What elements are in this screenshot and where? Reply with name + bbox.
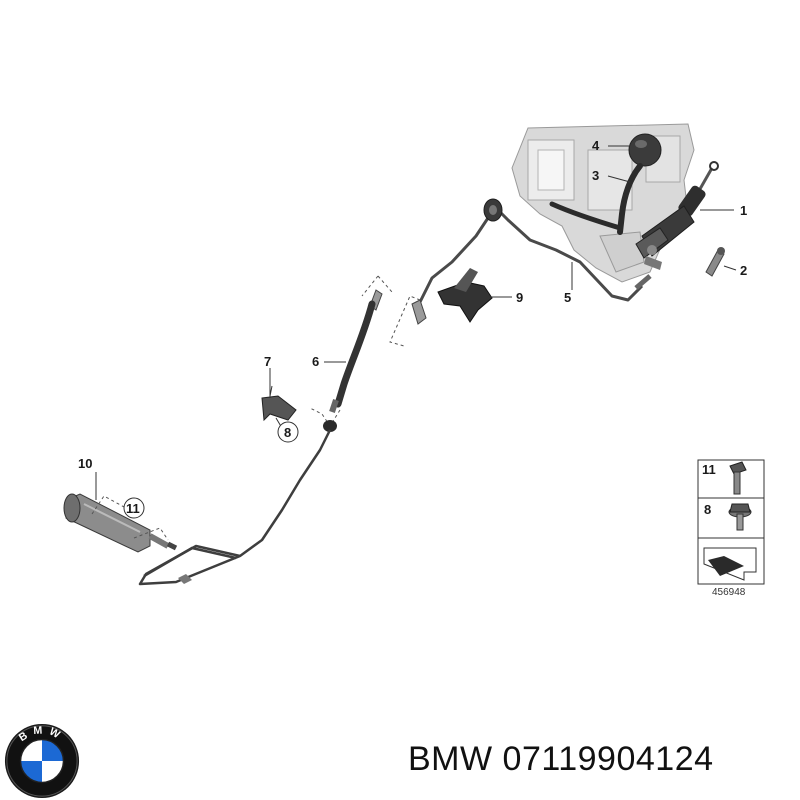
part-3-reservoir-hose: [617, 163, 643, 235]
legend-label-8: 8: [704, 502, 711, 517]
flange-bolt-icon: [728, 503, 752, 531]
part-1-master-cylinder: [635, 161, 719, 270]
callout-8-circle: [277, 421, 299, 443]
part-10-slave-cylinder: [63, 493, 178, 553]
callout-4: 4: [592, 138, 600, 153]
part-4-grommet: [628, 133, 662, 167]
callout-9: 9: [516, 290, 523, 305]
pedal-bracket: [511, 123, 695, 283]
callout-7: 7: [264, 354, 271, 369]
callout-2: 2: [740, 263, 747, 278]
diagram-id: 456948: [712, 587, 746, 598]
callout-11-circle: [123, 497, 145, 519]
callout-10: 10: [78, 456, 92, 471]
part-7-bracket: [261, 385, 297, 422]
fastener-legend: 11 8: [697, 459, 765, 585]
callout-1: 1: [740, 203, 747, 218]
part-9-bracket: [437, 268, 493, 323]
part-5-pressure-pipe: [418, 206, 644, 303]
part-number-text: BMW 07119904124: [408, 740, 714, 778]
leader-lines: [95, 145, 737, 500]
callout-3: 3: [592, 168, 599, 183]
callout-11: 11: [126, 501, 140, 516]
bmw-roundel-icon: BMW: [4, 723, 80, 799]
callout-8: 8: [284, 425, 291, 440]
legend-label-11: 11: [702, 462, 716, 477]
part-6-flexible-hose: [334, 300, 376, 408]
callout-5: 5: [564, 290, 571, 305]
part-2-pin: [705, 247, 725, 277]
pipe-to-slave-cylinder: [138, 429, 332, 586]
direction-arrow-icon: [703, 547, 757, 581]
callout-6: 6: [312, 354, 319, 369]
bolt-icon: [729, 461, 747, 495]
